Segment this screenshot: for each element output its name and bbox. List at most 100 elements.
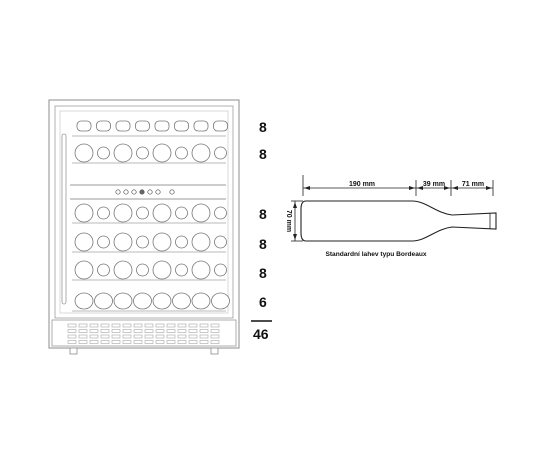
diameter-arrow-top (293, 202, 297, 208)
bottle-end (214, 206, 227, 220)
grille-slot (177, 334, 187, 339)
grille-slot (188, 334, 198, 339)
control-button[interactable] (139, 189, 145, 195)
grille-slot (111, 334, 121, 339)
grille-slot (67, 334, 77, 339)
bottle-base (211, 292, 230, 310)
grille-slot (122, 329, 132, 333)
grille-slot (188, 323, 198, 328)
bottle-end (113, 232, 133, 252)
arrow-shoulder-left (417, 186, 423, 190)
bottle-end (113, 260, 133, 280)
bottle-base (113, 292, 133, 310)
grille-slot (155, 340, 165, 344)
grille-slot (89, 329, 99, 333)
shelves-group (72, 120, 230, 312)
dimension-shoulder-label: 39 mm (423, 181, 445, 188)
bottle-end (175, 263, 188, 277)
bottle-neck (135, 120, 150, 132)
door-glass-frame (54, 105, 234, 319)
bottle-end (191, 143, 211, 163)
bottle-neck (213, 120, 228, 132)
bottle-neck (96, 120, 111, 132)
shelf-count-4: 8 (259, 236, 267, 252)
bottle-neck (115, 120, 131, 132)
bottle-neck (193, 120, 209, 132)
bottle-base (133, 292, 152, 310)
grille-slot (210, 340, 220, 344)
bottle-end (214, 263, 227, 277)
control-button[interactable] (169, 189, 175, 195)
bottle-end (74, 232, 94, 252)
bottle-end (175, 146, 188, 160)
bottle-end (152, 203, 172, 223)
control-button[interactable] (155, 189, 161, 195)
grille-slot (111, 340, 121, 344)
bottle-end (136, 263, 149, 277)
grille-slot (144, 340, 154, 344)
shelf-count-list: 8 8 8 8 8 6 46 (251, 119, 272, 342)
foot-left (69, 347, 78, 355)
control-button[interactable] (131, 189, 137, 195)
arrow-left (304, 186, 310, 190)
bottle-base (94, 292, 113, 310)
grille-slot (67, 329, 77, 333)
grille-slot (122, 340, 132, 344)
grille-slot (67, 340, 77, 344)
shelf-count-5: 8 (259, 265, 267, 281)
bottle-end (191, 260, 211, 280)
total-count: 46 (253, 326, 269, 342)
grille-slot (100, 329, 110, 333)
shelf-count-3: 8 (259, 206, 267, 222)
grille-slot (111, 323, 121, 328)
bottle-base (191, 292, 211, 310)
grille-slot (144, 323, 154, 328)
arrow-shoulder-right (444, 186, 450, 190)
grille-slot (122, 334, 132, 339)
grille-slot (100, 340, 110, 344)
grille-slot (155, 329, 165, 333)
bottle-end (136, 235, 149, 249)
grille-slot (166, 323, 176, 328)
grille-slot (210, 334, 220, 339)
arrow-right (486, 186, 492, 190)
bottle-end (97, 146, 110, 160)
grille-slot (166, 329, 176, 333)
door-glass-inner (59, 110, 229, 314)
grille-slot (155, 334, 165, 339)
bordeaux-bottle (300, 200, 497, 242)
control-button[interactable] (115, 189, 121, 195)
grille-slot (144, 329, 154, 333)
control-button[interactable] (123, 189, 129, 195)
shelf-count-6: 6 (259, 294, 267, 310)
bottle-caption: Standardní lahev typu Bordeaux (325, 251, 426, 258)
bottle-end (214, 146, 227, 160)
bottle-end (113, 203, 133, 223)
control-panel (70, 184, 226, 200)
grille-slot (100, 323, 110, 328)
bottle-neck (76, 120, 92, 132)
arrow-neck-left (452, 186, 458, 190)
grille-slot (67, 323, 77, 328)
wine-cooler (48, 99, 240, 355)
bottle-base (172, 292, 191, 310)
dimension-body-label: 190 mm (349, 181, 375, 188)
grille-slot (210, 323, 220, 328)
bottle-end (152, 143, 172, 163)
bottle-end (74, 203, 94, 223)
bottle-neck (174, 120, 189, 132)
grille-slot (199, 334, 209, 339)
grille-slot (78, 334, 88, 339)
bottle-dimension-drawing: 190 mm 39 mm 71 mm 70 mm Standardní lahe… (285, 175, 497, 258)
grille-slot (89, 334, 99, 339)
bottle-end (136, 206, 149, 220)
bottle-neck (154, 120, 170, 132)
door-handle (61, 133, 67, 305)
grille-slot (188, 329, 198, 333)
grille-slot (177, 329, 187, 333)
grille-slot (166, 334, 176, 339)
diameter-arrow-bottom (293, 234, 297, 240)
control-button[interactable] (147, 189, 153, 195)
diameter-label: 70 mm (285, 210, 292, 232)
